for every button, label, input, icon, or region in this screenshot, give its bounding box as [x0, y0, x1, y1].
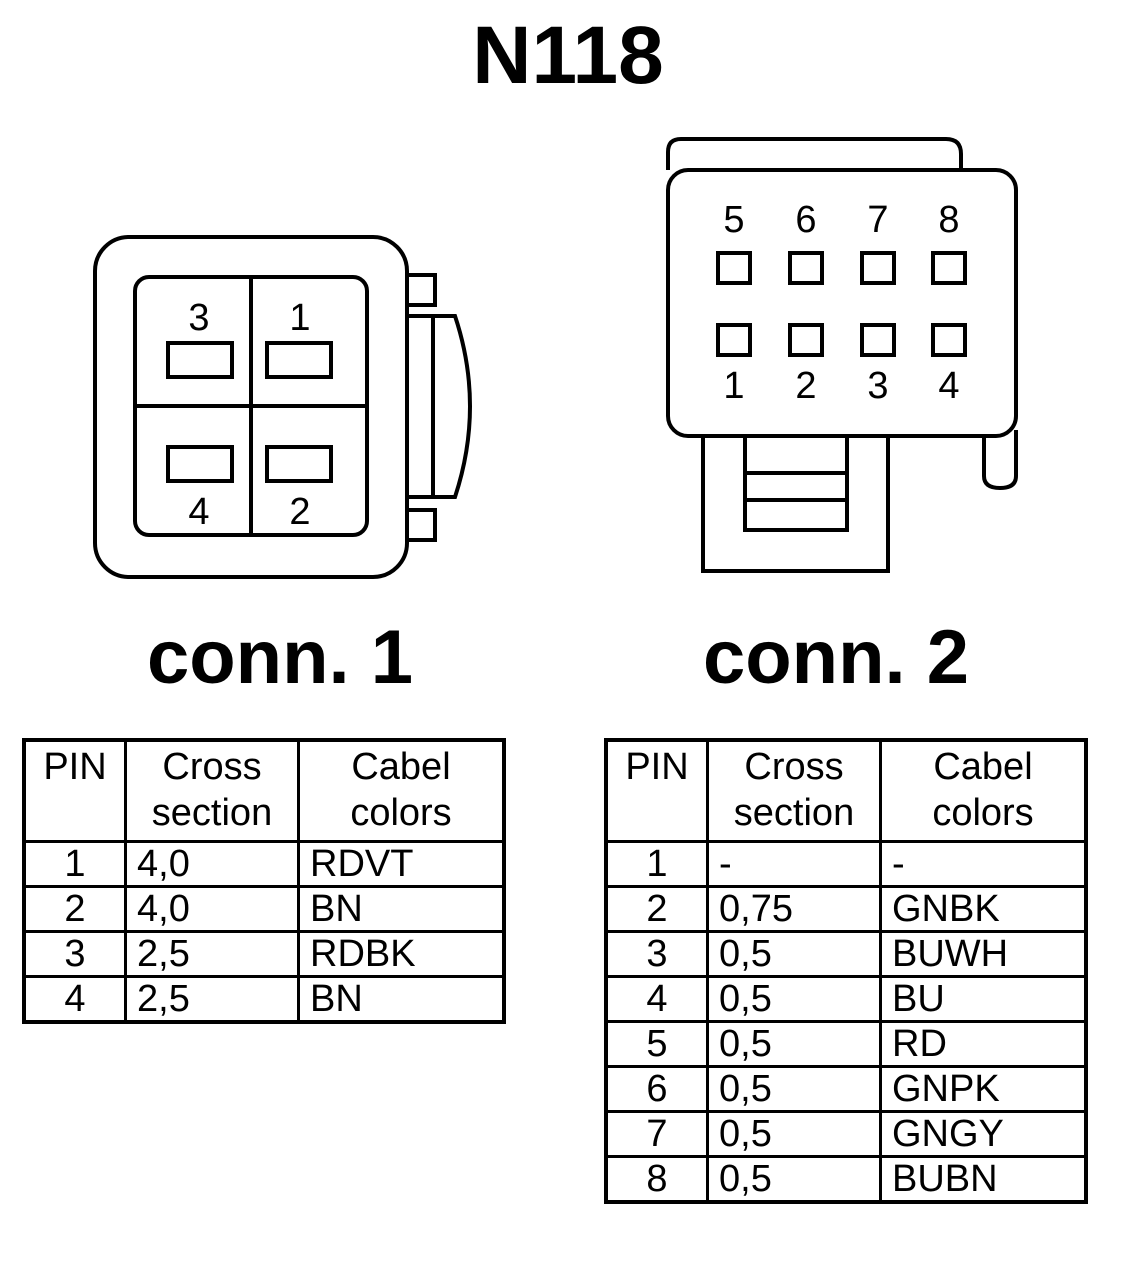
pin-cell: 2 — [22, 885, 127, 933]
conn2-pin-label: 6 — [795, 199, 816, 241]
conn2-pin-label: 1 — [723, 365, 744, 407]
cable-color-cell: BN — [297, 885, 506, 933]
cable-color-cell: GNPK — [879, 1065, 1088, 1113]
conn2-pin-label: 2 — [795, 365, 816, 407]
cable-color-cell: BN — [297, 975, 506, 1024]
pin-cell: 6 — [604, 1065, 709, 1113]
connector-1-drawing: 3 1 4 2 5 6 7 8 1 2 3 4 — [93, 137, 1018, 579]
cross-section-cell: 2,5 — [124, 930, 300, 978]
header-pin: PIN — [22, 738, 127, 843]
header-cross-section: Cross section — [124, 738, 300, 843]
cross-section-cell: 4,0 — [124, 885, 300, 933]
header-cable-colors: Cabel colors — [879, 738, 1088, 843]
cross-section-cell: 0,5 — [706, 1065, 882, 1113]
pin-cell: 3 — [604, 930, 709, 978]
header-cable-colors: Cabel colors — [297, 738, 506, 843]
cable-color-cell: BUWH — [879, 930, 1088, 978]
connector-1-label: conn. 1 — [146, 615, 414, 700]
pin-cell: 3 — [22, 930, 127, 978]
pin-cell: 1 — [604, 840, 709, 888]
conn1-pin-label: 4 — [188, 491, 209, 533]
conn2-pin-label: 4 — [938, 365, 959, 407]
pin-cell: 5 — [604, 1020, 709, 1068]
table-header-row: PIN Cross section Cabel colors — [22, 738, 506, 843]
conn1-pin-label: 2 — [289, 491, 310, 533]
page-title: N118 — [472, 10, 664, 101]
connector-2-label: conn. 2 — [702, 615, 970, 700]
cable-color-cell: BU — [879, 975, 1088, 1023]
header-pin: PIN — [604, 738, 709, 843]
cable-color-cell: RD — [879, 1020, 1088, 1068]
pin-cell: 8 — [604, 1155, 709, 1204]
cross-section-cell: 0,5 — [706, 1020, 882, 1068]
cable-color-cell: RDVT — [297, 840, 506, 888]
cross-section-cell: 4,0 — [124, 840, 300, 888]
cable-color-cell: GNGY — [879, 1110, 1088, 1158]
table-row: 1-- — [604, 840, 1088, 888]
conn2-pin-label: 3 — [867, 365, 888, 407]
cable-color-cell: - — [879, 840, 1088, 888]
cross-section-cell: 0,5 — [706, 1155, 882, 1204]
cross-section-cell: 0,5 — [706, 975, 882, 1023]
conn1-pin-label: 1 — [289, 297, 310, 339]
cross-section-cell: 0,75 — [706, 885, 882, 933]
conn2-pin-label: 5 — [723, 199, 744, 241]
cross-section-cell: 0,5 — [706, 930, 882, 978]
conn1-pin-label: 3 — [188, 297, 209, 339]
cross-section-cell: 2,5 — [124, 975, 300, 1024]
pin-cell: 4 — [22, 975, 127, 1024]
pin-cell: 1 — [22, 840, 127, 888]
cross-section-cell: - — [706, 840, 882, 888]
cable-color-cell: BUBN — [879, 1155, 1088, 1204]
cross-section-cell: 0,5 — [706, 1110, 882, 1158]
table-header-row: PIN Cross section Cabel colors — [604, 738, 1088, 843]
pin-cell: 2 — [604, 885, 709, 933]
conn2-pin-label: 8 — [938, 199, 959, 241]
pin-cell: 7 — [604, 1110, 709, 1158]
pin-cell: 4 — [604, 975, 709, 1023]
header-cross-section: Cross section — [706, 738, 882, 843]
cable-color-cell: RDBK — [297, 930, 506, 978]
conn2-pin-label: 7 — [867, 199, 888, 241]
cable-color-cell: GNBK — [879, 885, 1088, 933]
